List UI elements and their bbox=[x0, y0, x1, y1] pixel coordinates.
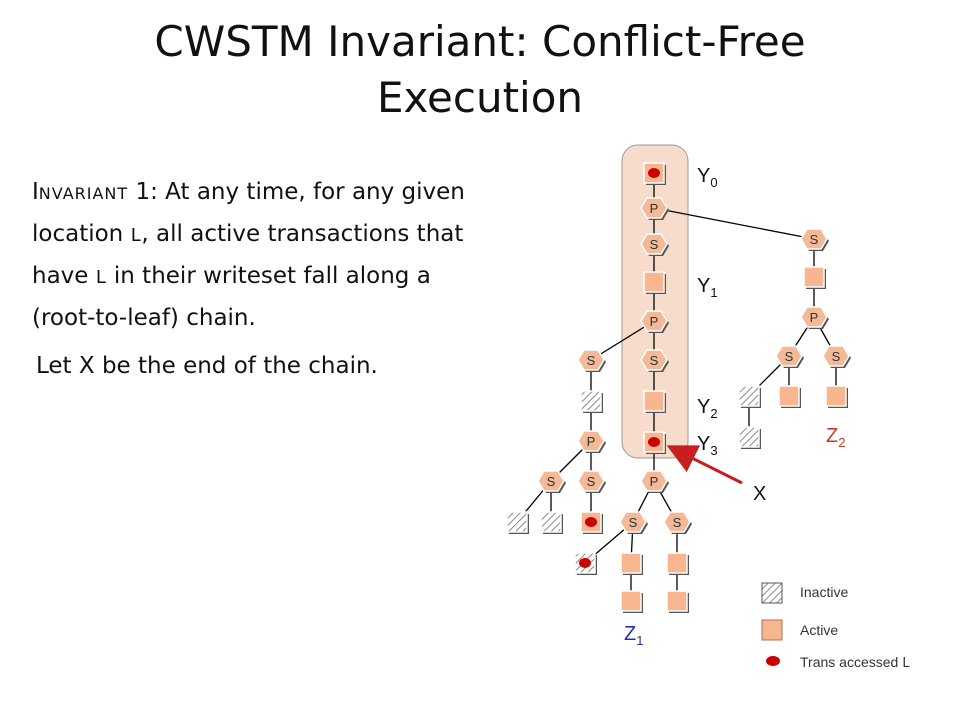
parallel-node: P bbox=[800, 306, 829, 329]
invariant-text-3: in their writeset fall along a (root-to-… bbox=[32, 263, 431, 331]
active-transaction bbox=[643, 390, 666, 413]
series-node: S bbox=[619, 511, 648, 534]
invariant-text-1: At any time, for any given location bbox=[32, 179, 465, 247]
parallel-letter: P bbox=[810, 310, 819, 325]
location-symbol-2: L bbox=[95, 267, 107, 288]
invariant-number: 1: bbox=[128, 179, 158, 205]
series-node: S bbox=[800, 228, 829, 251]
series-node: S bbox=[537, 470, 566, 493]
series-letter: S bbox=[629, 515, 638, 530]
active-transaction bbox=[666, 552, 689, 575]
inactive-transaction bbox=[738, 385, 761, 408]
parallel-node: P bbox=[640, 470, 669, 493]
active-transaction bbox=[778, 385, 801, 408]
label-y0: Y0 bbox=[697, 165, 718, 190]
title-line-1: CWSTM Invariant: Conflict-Free bbox=[154, 17, 806, 66]
label-z1: Z1 bbox=[624, 623, 643, 648]
active-transaction bbox=[643, 162, 666, 185]
active-transaction bbox=[825, 385, 848, 408]
parallel-node: P bbox=[577, 430, 606, 453]
active-transaction bbox=[666, 590, 689, 613]
x-arrow bbox=[666, 445, 743, 485]
series-node: S bbox=[775, 345, 804, 368]
series-letter: S bbox=[673, 515, 682, 530]
title-line-2: Execution bbox=[376, 73, 584, 122]
inactive-transaction bbox=[574, 552, 597, 575]
access-dot bbox=[648, 437, 660, 447]
series-letter: S bbox=[650, 353, 659, 368]
tree-edge bbox=[590, 320, 655, 361]
access-dot bbox=[585, 517, 597, 527]
label-z2: Z2 bbox=[826, 425, 845, 450]
series-node: S bbox=[577, 470, 606, 493]
legend-access-dot bbox=[766, 656, 780, 666]
invariant-label-rest: NVARIANT bbox=[38, 184, 129, 203]
legend-active-label: Active bbox=[800, 622, 839, 638]
parallel-letter: P bbox=[650, 314, 659, 329]
series-node: S bbox=[822, 345, 851, 368]
active-transaction bbox=[643, 431, 666, 454]
access-dot bbox=[648, 168, 660, 178]
legend-inactive-label: Inactive bbox=[800, 584, 849, 600]
location-symbol: L bbox=[130, 225, 142, 246]
series-letter: S bbox=[785, 349, 794, 364]
chain-end-note: Let X be the end of the chain. bbox=[36, 353, 378, 379]
legend-trans-location: L bbox=[902, 656, 911, 671]
parallel-node: P bbox=[640, 310, 669, 333]
tree-nodes: P S P S P S S S P S S S P S S bbox=[506, 162, 851, 613]
legend-trans-label: Trans accessed L bbox=[800, 654, 910, 671]
series-node: S bbox=[577, 349, 606, 372]
series-letter: S bbox=[587, 474, 596, 489]
chain-highlight bbox=[621, 144, 689, 459]
active-transaction bbox=[620, 552, 643, 575]
access-dot bbox=[579, 558, 591, 568]
inactive-transaction bbox=[580, 390, 603, 413]
invariant-text-2: , all active transactions that have bbox=[32, 221, 464, 289]
parallel-letter: P bbox=[650, 201, 659, 216]
inactive-transaction bbox=[540, 511, 563, 534]
legend-inactive-swatch bbox=[761, 582, 783, 604]
invariant-paragraph: INVARIANT 1: At any time, for any given … bbox=[32, 172, 472, 338]
series-letter: S bbox=[587, 353, 596, 368]
active-transaction bbox=[580, 511, 603, 534]
series-letter: S bbox=[547, 474, 556, 489]
label-x: X bbox=[753, 483, 766, 505]
inactive-transaction bbox=[506, 511, 529, 534]
legend-trans-prefix: Trans accessed bbox=[800, 654, 903, 670]
active-transaction bbox=[643, 271, 666, 294]
invariant-label-initial: I bbox=[32, 179, 39, 205]
label-y1: Y1 bbox=[697, 275, 718, 300]
series-letter: S bbox=[810, 232, 819, 247]
active-transaction bbox=[620, 590, 643, 613]
slide-title: CWSTM Invariant: Conflict-Free Execution bbox=[0, 14, 960, 126]
series-node: S bbox=[663, 511, 692, 534]
parallel-letter: P bbox=[587, 434, 596, 449]
parallel-letter: P bbox=[650, 474, 659, 489]
inactive-transaction bbox=[738, 426, 761, 449]
invariant-block: INVARIANT 1: At any time, for any given … bbox=[32, 172, 472, 386]
label-y3: Y3 bbox=[697, 433, 718, 458]
series-letter: S bbox=[832, 349, 841, 364]
series-node: S bbox=[640, 233, 669, 256]
label-y2: Y2 bbox=[697, 396, 718, 421]
active-transaction bbox=[803, 266, 826, 289]
legend-active-swatch bbox=[761, 619, 783, 641]
parallel-node: P bbox=[640, 197, 669, 220]
tree-edge bbox=[653, 207, 815, 240]
series-node: S bbox=[640, 349, 669, 372]
series-letter: S bbox=[650, 237, 659, 252]
